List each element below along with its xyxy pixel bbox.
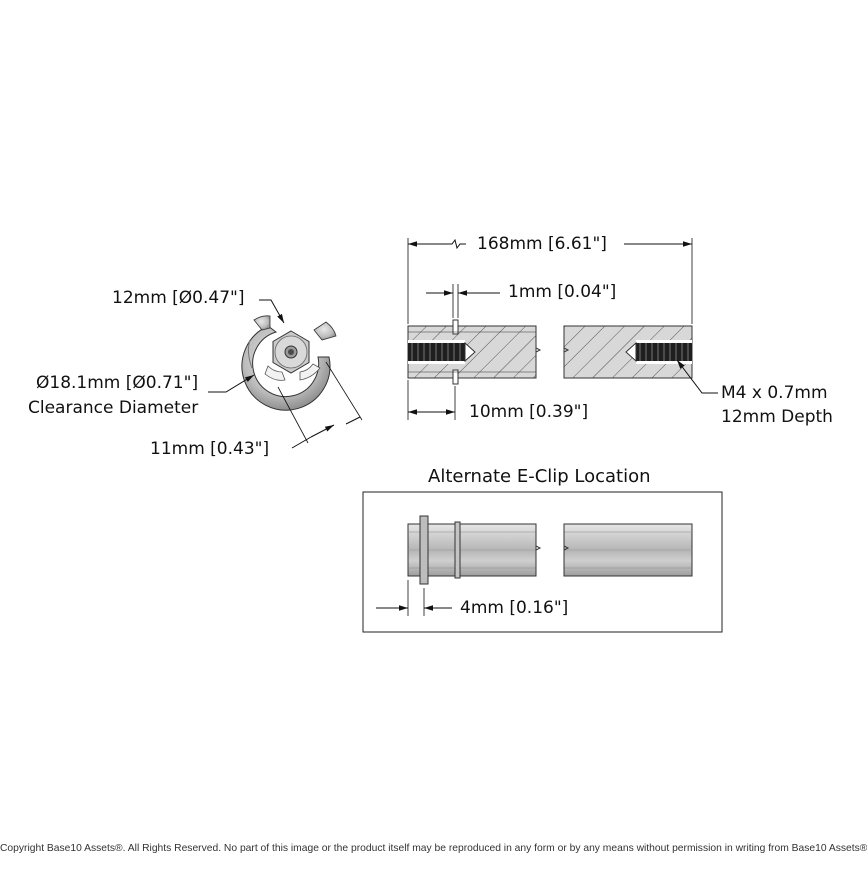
clearance-diameter-label: Ø18.1mm [Ø0.71"] (36, 373, 199, 393)
clearance-dim-leader (208, 374, 255, 393)
section-right-segment (563, 325, 693, 379)
thread-spec-label: M4 x 0.7mm (721, 383, 828, 403)
alternate-frame (362, 491, 723, 633)
hex-shaft-end (272, 330, 310, 374)
eclip-offset-label: 4mm [0.16"] (460, 598, 569, 618)
thread-leader (676, 359, 718, 394)
clip-width-dim (277, 361, 363, 449)
length-dim-line (408, 238, 692, 250)
clearance-caption-label: Clearance Diameter (28, 398, 199, 418)
clip-width-label: 11mm [0.43"] (150, 439, 270, 459)
alternate-view (362, 491, 723, 633)
thread-depth-label: 12mm Depth (721, 407, 833, 427)
copyright-notice: Copyright Base10 Assets®. All Rights Res… (0, 843, 867, 854)
alternate-view-title: Alternate E-Clip Location (428, 466, 651, 487)
hex-dim-leader (259, 299, 285, 324)
hex-size-label: 12mm [Ø0.47"] (112, 288, 245, 308)
length-label: 168mm [6.61"] (477, 234, 607, 254)
e-clip-side (419, 515, 429, 585)
section-left-segment (407, 319, 542, 385)
groove-width-label: 1mm [0.04"] (508, 282, 617, 302)
end-view (208, 299, 363, 449)
alternate-left-segment (407, 515, 542, 585)
alternate-right-segment (563, 523, 693, 577)
e-clip (241, 315, 337, 411)
groove-offset-label: 10mm [0.39"] (469, 402, 589, 422)
section-view (407, 238, 718, 420)
